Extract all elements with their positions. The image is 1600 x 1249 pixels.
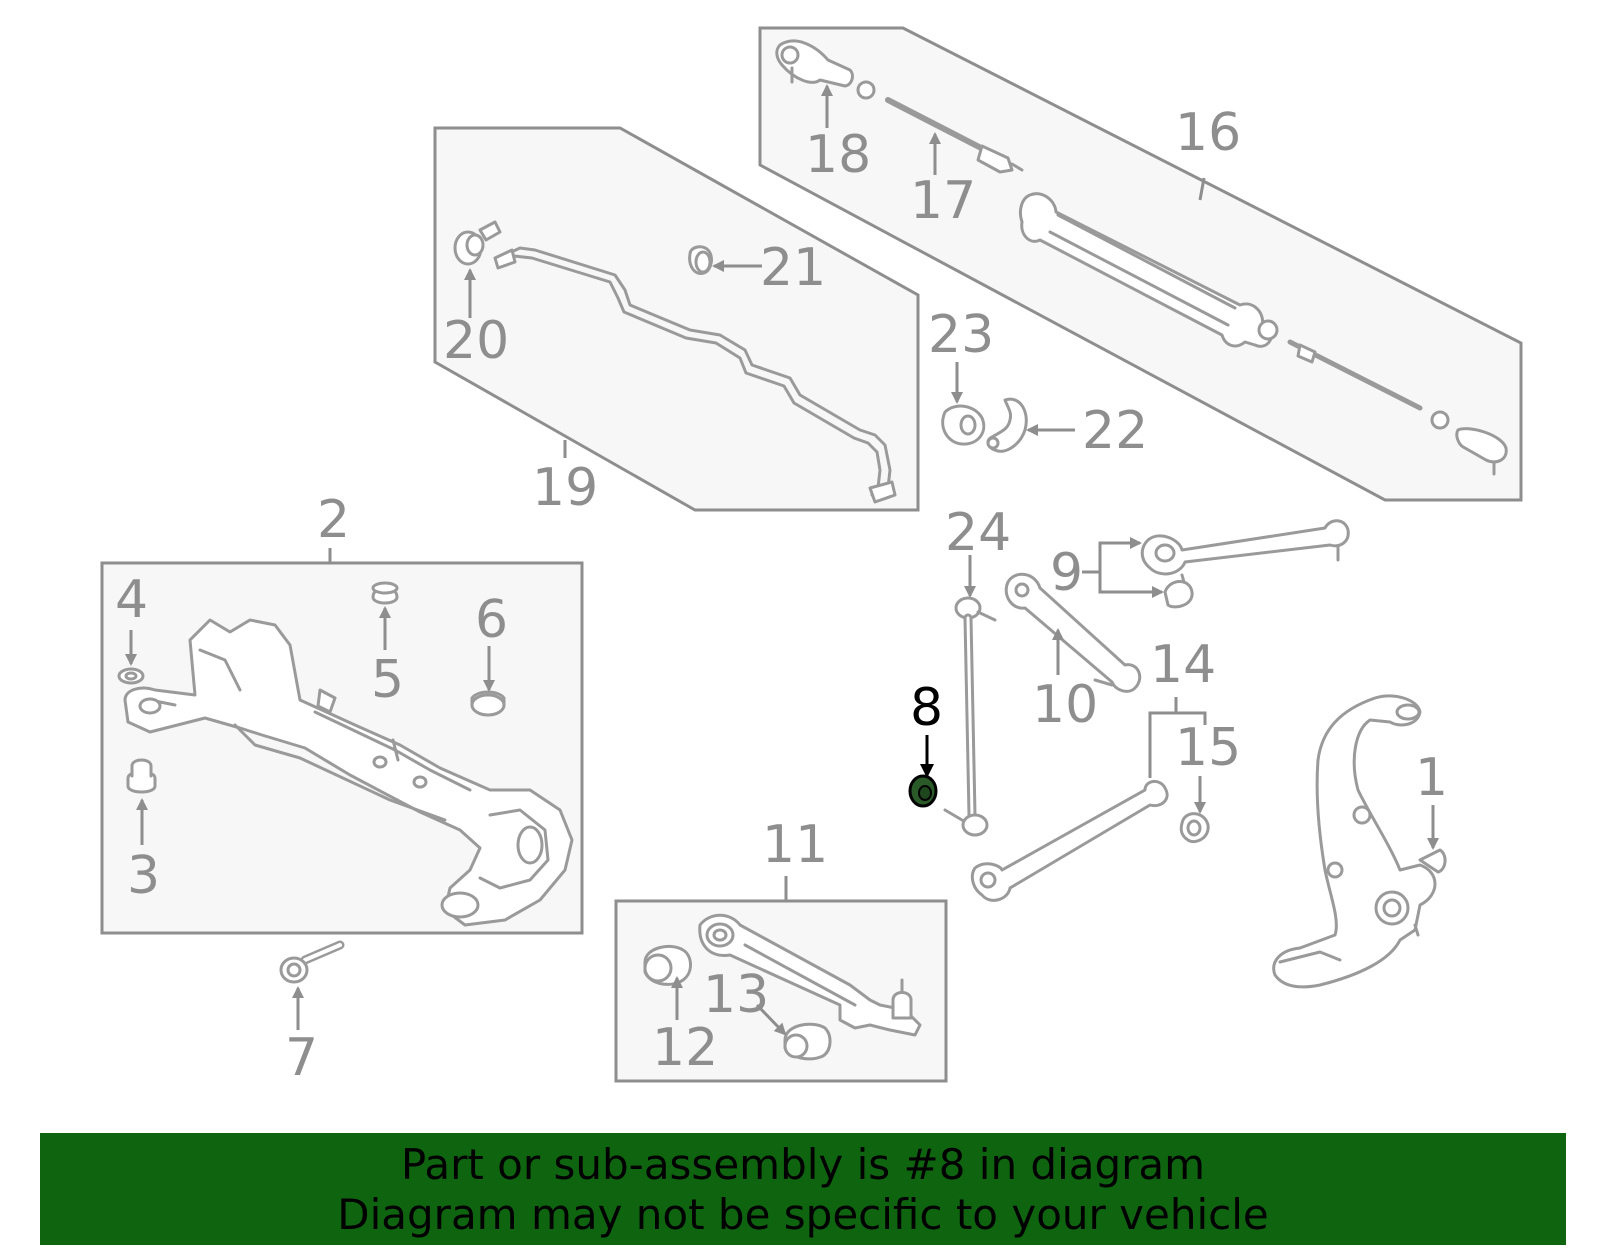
label-4: 4 <box>115 570 148 630</box>
bushing-20[interactable] <box>453 220 502 266</box>
stabilizer-bar-19[interactable] <box>493 246 897 504</box>
stabilizer-link-24[interactable] <box>943 596 997 837</box>
steering-rack-16[interactable] <box>1018 192 1508 476</box>
info-banner: Part or sub-assembly is #8 in diagram Di… <box>40 1133 1566 1245</box>
lateral-arm-14[interactable] <box>970 780 1169 902</box>
banner-line-1: Part or sub-assembly is #8 in diagram <box>400 1140 1206 1189</box>
label-20: 20 <box>443 311 509 371</box>
bushing-8-highlighted[interactable] <box>908 774 938 808</box>
knuckle-1[interactable] <box>1272 694 1447 989</box>
label-18: 18 <box>805 125 871 185</box>
label-7: 7 <box>285 1028 318 1088</box>
bushing-23[interactable] <box>941 404 986 446</box>
crossmember-2[interactable] <box>123 618 574 927</box>
nut-3[interactable] <box>126 758 157 794</box>
plug-6[interactable] <box>470 690 506 717</box>
label-24: 24 <box>945 503 1011 563</box>
lateral-arm-10[interactable] <box>1004 572 1142 693</box>
bracket-22[interactable] <box>986 397 1028 453</box>
label-9: 9 <box>1050 543 1083 603</box>
washer-4[interactable] <box>117 667 145 685</box>
label-11: 11 <box>762 815 828 875</box>
tie-rod-end-18[interactable] <box>775 39 876 100</box>
group-box-11 <box>614 899 948 1083</box>
label-13: 13 <box>703 965 769 1025</box>
group-box-19 <box>433 126 920 512</box>
label-8-highlighted: 8 <box>910 678 943 738</box>
callout-labels: 16 17 18 19 20 21 22 23 2 4 5 6 3 7 11 1… <box>115 103 1448 1088</box>
label-2: 2 <box>317 490 350 550</box>
trailing-arm-9[interactable] <box>1140 519 1350 609</box>
label-14: 14 <box>1150 635 1216 695</box>
label-1: 1 <box>1415 748 1448 808</box>
parts-diagram: 16 17 18 19 20 21 22 23 2 4 5 6 3 7 11 1… <box>100 26 1523 1088</box>
label-19: 19 <box>532 458 598 518</box>
label-3: 3 <box>127 846 160 906</box>
bushing-21[interactable] <box>688 245 713 276</box>
bushing-13[interactable] <box>783 1022 832 1061</box>
label-23: 23 <box>928 305 994 365</box>
label-5: 5 <box>371 650 404 710</box>
label-16: 16 <box>1175 103 1241 163</box>
label-6: 6 <box>475 590 508 650</box>
clip-5[interactable] <box>371 581 399 605</box>
bushing-15[interactable] <box>1179 812 1210 844</box>
control-arm-11[interactable] <box>698 913 922 1037</box>
bolt-7[interactable] <box>279 940 345 984</box>
banner-line-2: Diagram may not be specific to your vehi… <box>337 1190 1269 1239</box>
inner-tie-rod-17[interactable] <box>885 97 1024 174</box>
label-17: 17 <box>910 171 976 231</box>
leader-lines <box>125 84 1439 1036</box>
label-15: 15 <box>1175 718 1241 778</box>
label-12: 12 <box>652 1018 718 1078</box>
label-22: 22 <box>1082 401 1148 461</box>
label-10: 10 <box>1032 675 1098 735</box>
bushing-12[interactable] <box>643 945 692 986</box>
label-21: 21 <box>760 238 826 298</box>
